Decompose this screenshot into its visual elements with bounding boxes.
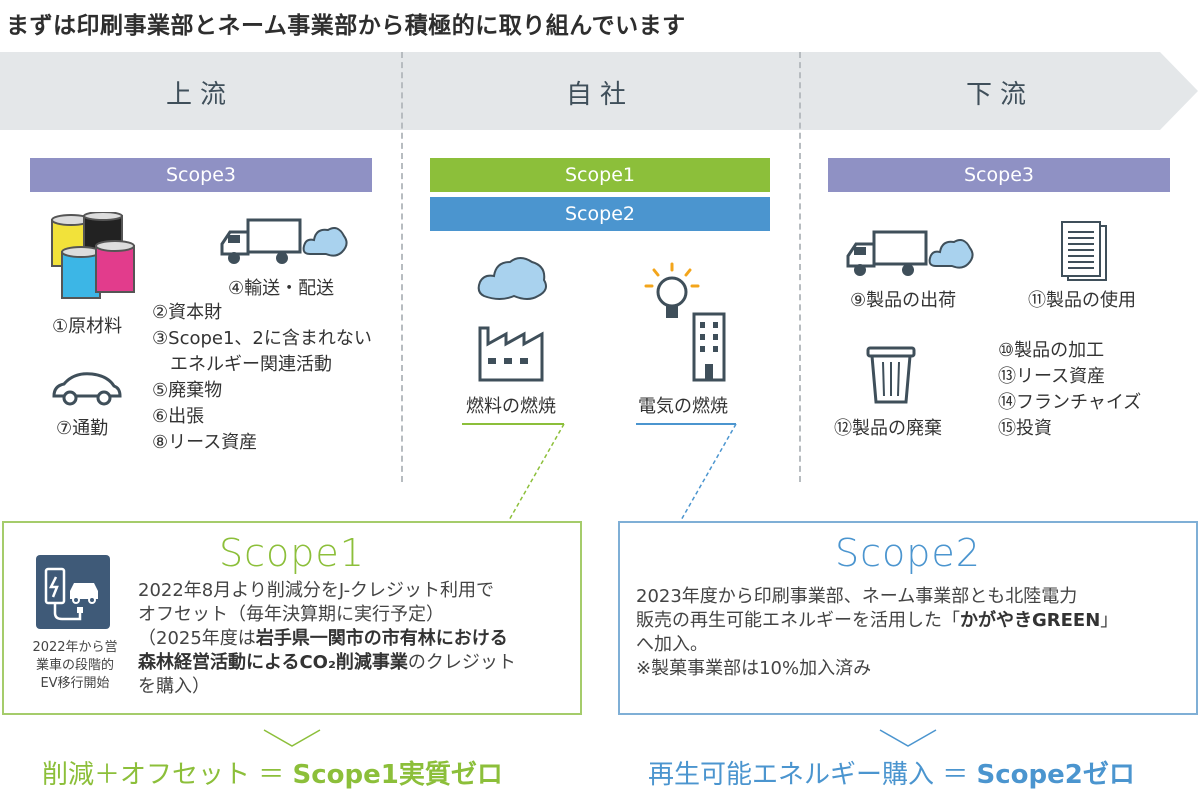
scope2-box-heading: Scope2 — [835, 531, 981, 575]
item-waste: ⑤廃棄物 — [152, 380, 223, 401]
car-icon — [50, 370, 124, 412]
item-business-travel: ⑥出張 — [152, 406, 205, 427]
downstream-scope3-bar: Scope3 — [828, 158, 1170, 192]
item-fuel-energy-2: エネルギー関連活動 — [170, 354, 332, 375]
ev-charger-icon — [36, 555, 110, 629]
electricity-underline — [636, 423, 736, 425]
paint-cans-icon — [48, 211, 136, 308]
upstream-scope3-bar: Scope3 — [30, 158, 372, 192]
scope2-bar: Scope2 — [430, 197, 770, 231]
document-icon — [1060, 220, 1110, 288]
scope2-description: 2023年度から印刷事業部、ネーム事業部とも北陸電力 販売の再生可能エネルギーを… — [636, 586, 1119, 679]
scope1-bar: Scope1 — [430, 158, 770, 192]
item-transport: ④輸送・配送 — [228, 278, 335, 299]
building-icon — [692, 312, 726, 386]
truck-icon — [844, 226, 976, 286]
scope1-description: 2022年8月より削減分をJ-クレジット利用で オフセット（毎年決算期に実行予定… — [138, 580, 516, 697]
light-bulb-icon — [644, 262, 700, 328]
item-investment: ⑮投資 — [998, 418, 1052, 439]
ev-caption: 2022年から営 業車の段階的 EV移行開始 — [32, 640, 118, 691]
item-capital-goods: ②資本財 — [152, 302, 223, 323]
scope1-box-heading: Scope1 — [219, 531, 365, 575]
fuel-combustion-label: 燃料の燃焼 — [466, 396, 556, 417]
scope1-conclusion: 削減＋オフセット ＝ Scope1実質ゼロ — [42, 760, 503, 790]
stage-company: 自社 — [565, 80, 634, 110]
item-downstream-leased: ⑬リース資産 — [998, 366, 1106, 387]
fuel-underline — [462, 423, 564, 425]
page-title: まずは印刷事業部とネーム事業部から積極的に取り組んでいます — [6, 13, 686, 39]
separator-left — [401, 52, 403, 482]
item-use: ⑪製品の使用 — [1028, 290, 1136, 311]
stage-upstream: 上流 — [165, 80, 234, 110]
separator-right — [799, 52, 801, 482]
item-processing: ⑩製品の加工 — [998, 340, 1105, 361]
item-shipping: ⑨製品の出荷 — [850, 290, 957, 311]
item-disposal: ⑫製品の廃棄 — [834, 418, 942, 439]
scope1-box: Scope1 2022年から営 業車の段階的 EV移行開始 2022年8月より削… — [2, 521, 582, 715]
scope2-conclusion: 再生可能エネルギー購入 ＝ Scope2ゼロ — [648, 760, 1135, 790]
item-leased-assets: ⑧リース資産 — [152, 432, 258, 453]
truck-icon — [218, 214, 350, 274]
item-raw-materials: ①原材料 — [52, 316, 123, 337]
scope2-box: Scope2 2023年度から印刷事業部、ネーム事業部とも北陸電力 販売の再生可… — [618, 521, 1198, 715]
stage-downstream: 下流 — [965, 80, 1034, 110]
item-fuel-energy-1: ③Scope1、2に含まれない — [152, 328, 372, 349]
factory-icon — [474, 252, 554, 386]
item-commuting: ⑦通勤 — [56, 418, 109, 439]
value-chain-band — [0, 52, 1200, 130]
trash-can-icon — [866, 344, 916, 410]
electricity-label: 電気の燃焼 — [638, 396, 728, 417]
item-franchise: ⑭フランチャイズ — [998, 392, 1142, 413]
